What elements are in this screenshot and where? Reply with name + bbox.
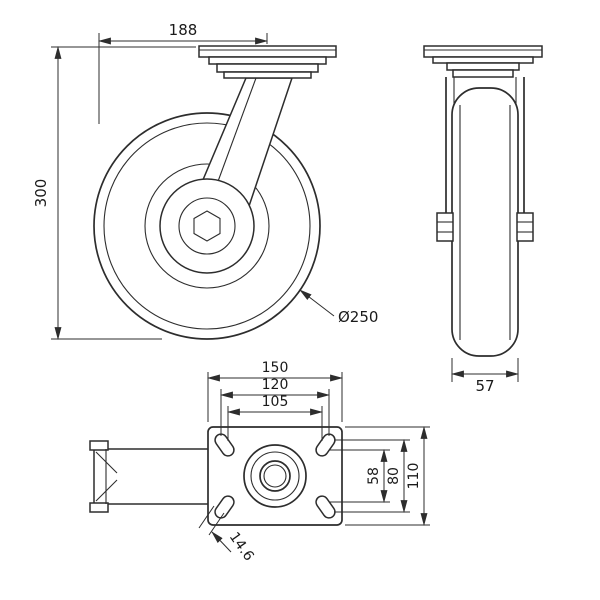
swivel-collar-1 [208, 56, 327, 65]
swivel-collar-side-1 [432, 56, 534, 64]
swivel-collar-side-2 [452, 69, 514, 78]
wheel-profile [451, 87, 519, 357]
dim-wheel-width: 57 [450, 358, 520, 395]
dim-bolt-span-outer: 120 [219, 377, 331, 436]
dim-bolt-depth-inner: 58 [330, 448, 390, 504]
bolt-slot-bottom-left [214, 495, 235, 519]
swivel-raceway [216, 63, 319, 73]
dim-plate-length: 150 [206, 360, 344, 422]
bolt-slot-bottom-right [315, 495, 336, 519]
dim-label-80: 80 [386, 467, 402, 485]
wheel-plan-outline [93, 448, 211, 505]
dim-wheel-diameter: Ø250 [299, 289, 378, 326]
brake-tab-top [89, 440, 109, 451]
wheel-core-circle [144, 163, 270, 289]
bolt-slot-top-right [315, 433, 336, 457]
leader-line [299, 289, 335, 317]
dim-bolt-depth-outer: 80 [334, 438, 410, 514]
hub-circle [159, 178, 255, 274]
axle-bore-circle [178, 197, 236, 255]
swivel-raceway-side [446, 62, 520, 71]
dim-bolt-span-inner: 105 [226, 394, 324, 441]
brake-tab-bottom [89, 502, 109, 513]
dim-plate-depth: 110 [345, 425, 430, 527]
side-view [423, 45, 543, 357]
dim-mount-offset: 188 [97, 21, 269, 124]
kingpin-boss-inner [250, 451, 300, 501]
dim-label-150: 150 [262, 360, 289, 376]
dim-label-diameter: Ø250 [338, 308, 378, 326]
dim-label-slot: 14.6 [226, 529, 257, 564]
wheel-tread-circle [103, 122, 311, 330]
hatch-mark [95, 451, 118, 474]
axle-nut-left [436, 212, 454, 242]
dim-label-105: 105 [262, 394, 289, 410]
wheel-outer-circle [93, 112, 321, 340]
dim-overall-height: 300 [32, 45, 196, 341]
dim-label-300: 300 [32, 179, 50, 208]
mounting-plate-side [423, 45, 543, 58]
dim-label-57: 57 [475, 377, 494, 395]
leader-line [211, 531, 232, 553]
axle-nut-right [516, 212, 534, 242]
front-view [93, 45, 337, 340]
kingpin-boss-outer [243, 444, 307, 508]
hatch-mark [95, 479, 118, 502]
axle-nut-hex [193, 210, 221, 242]
kingpin-bore-outer [259, 460, 291, 492]
swivel-collar-2 [223, 71, 312, 79]
dim-label-188: 188 [169, 21, 198, 39]
top-view [89, 426, 343, 526]
kingpin-bore-inner [263, 464, 287, 488]
mounting-plate-front [198, 45, 337, 58]
extension-line [198, 505, 215, 529]
dim-label-120: 120 [262, 377, 289, 393]
bolt-slot-top-left [214, 433, 235, 457]
mounting-plate-plan [207, 426, 343, 526]
dim-label-110: 110 [406, 463, 422, 490]
dim-label-58: 58 [366, 467, 382, 485]
